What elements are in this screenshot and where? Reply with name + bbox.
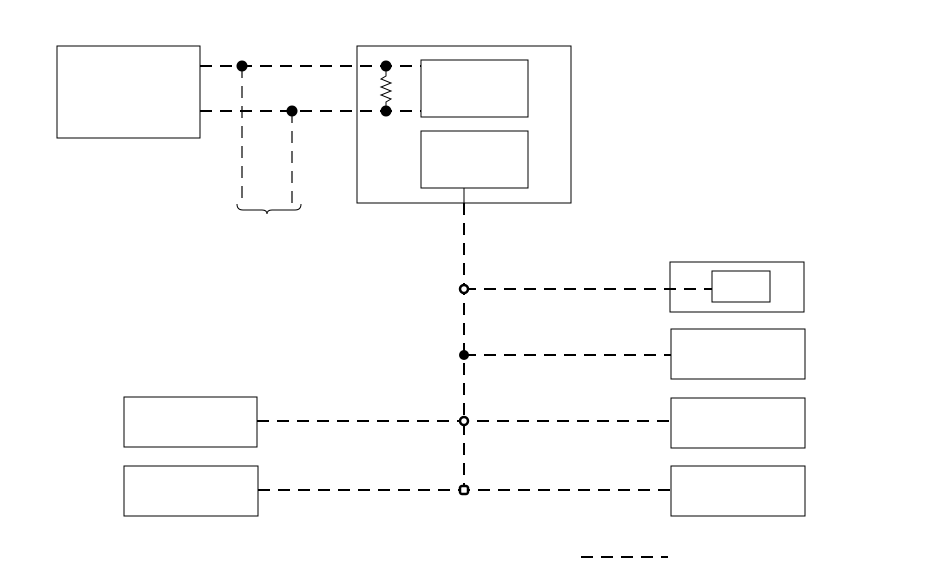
junction-node-lower-resistor — [380, 105, 392, 117]
controller-upper-module — [420, 59, 529, 118]
junction-node-upper-left — [236, 60, 248, 72]
controller-lower-module — [420, 130, 529, 189]
bus-junction-3 — [458, 415, 470, 427]
brace-bracket — [236, 203, 302, 215]
junction-node-upper-resistor — [380, 60, 392, 72]
bus-junction-1 — [458, 283, 470, 295]
resistor-symbol — [379, 66, 393, 111]
bus-junction-2 — [459, 350, 469, 360]
bus-junction-4 — [458, 484, 470, 496]
junction-node-lower-left — [286, 105, 298, 117]
device-box-left-2 — [123, 465, 259, 517]
device-box-1-display — [711, 270, 771, 303]
device-box-3 — [670, 397, 806, 449]
device-box-left-1 — [123, 396, 258, 448]
device-box-2 — [670, 328, 806, 380]
device-box-4 — [670, 465, 806, 517]
source-box — [56, 45, 201, 139]
